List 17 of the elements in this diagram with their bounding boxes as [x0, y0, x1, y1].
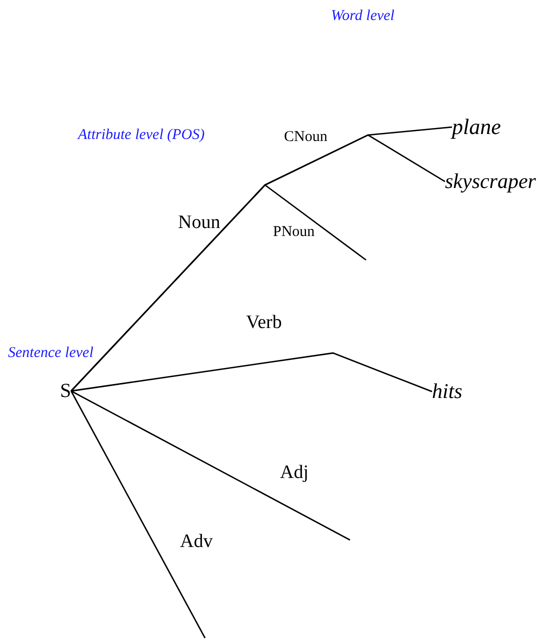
tree-branch-line	[71, 352, 432, 392]
branch-label: Noun	[178, 213, 220, 234]
edge-label: Adv	[180, 532, 213, 553]
level-title: Attribute level (POS)	[78, 127, 205, 144]
word-label: plane	[452, 115, 501, 140]
tree-branch-line	[70, 390, 206, 638]
tree-branch-line	[70, 184, 366, 392]
edge-label: Verb	[246, 313, 282, 334]
word-label: hits	[432, 380, 462, 404]
level-title: Word level	[331, 8, 394, 24]
level-title: Sentence level	[8, 345, 94, 362]
edge-label: Adj	[280, 463, 308, 484]
edge-label: PNoun	[273, 224, 315, 240]
tree-branch-line	[70, 390, 350, 541]
tree-node-label: S	[60, 380, 72, 402]
word-label: skyscraper	[445, 170, 536, 194]
branch-label: CNoun	[284, 129, 328, 146]
